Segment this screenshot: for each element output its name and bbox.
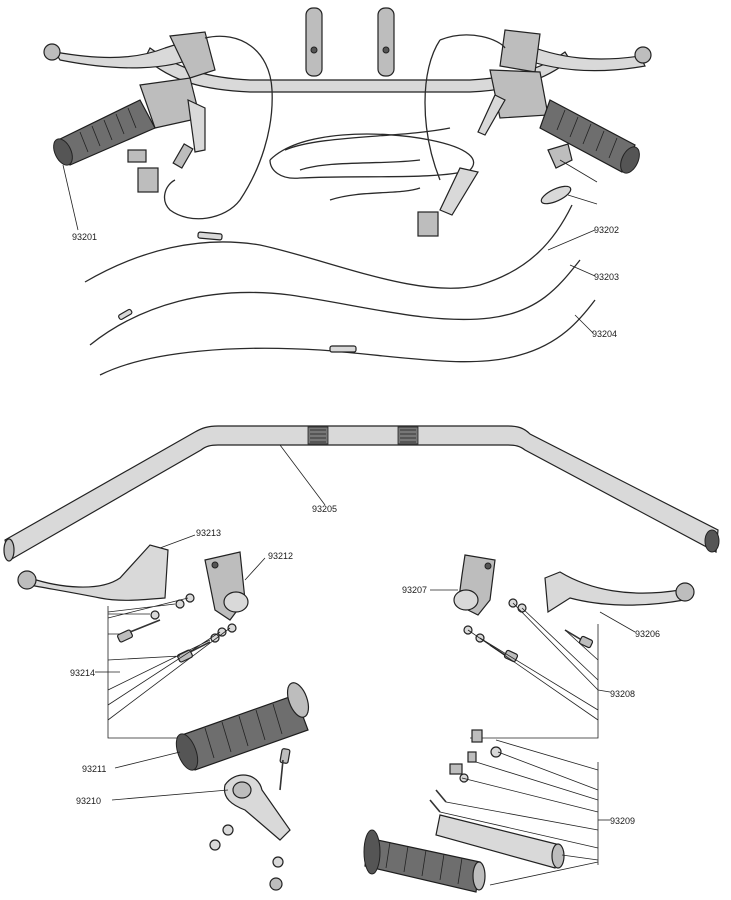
left-lever-bracket-top [169,31,216,79]
center-clamp-left [305,7,323,77]
bracket-bore [223,591,249,613]
grip-bottom-right [363,829,599,893]
label-93208: 93208 [610,689,635,699]
throttle-parts-93209 [429,729,599,869]
cable-93204 [99,299,596,376]
lever-ball-end [634,46,652,64]
cable-sleeve [197,231,223,241]
label-93206: 93206 [635,629,660,639]
small-bracket [547,143,573,169]
bracket-bore [453,589,479,611]
right-lever-lower [477,94,506,136]
lever-93206 [544,571,685,614]
connector-block [417,211,439,237]
label-93211: 93211 [82,764,106,774]
clamp-bolt [382,46,390,54]
grip-93211 [175,682,310,771]
knurled-section-right [397,426,419,445]
right-exploded-parts [363,554,695,893]
label-93207: 93207 [402,585,427,595]
cable-93203 [89,259,581,346]
bar-end-left [3,538,15,562]
label-93203: 93203 [594,272,619,282]
throttle-bracket-93210 [209,748,291,891]
label-93205: 93205 [312,504,337,514]
label-93213: 93213 [196,528,221,538]
control-cables [84,204,596,376]
lever-ball-end [43,43,61,61]
lever-93213 [29,544,169,601]
knurled-section-left [307,426,329,445]
label-93209: 93209 [610,816,635,826]
lever-ball-end [17,570,37,590]
clamp-bolt [310,46,318,54]
right-lever-top [514,41,646,72]
connector [172,143,194,169]
cable-ferrule [118,308,133,320]
right-grip-top [539,99,640,174]
wiring [284,127,451,151]
label-93210: 93210 [76,796,101,806]
wiring [439,34,506,49]
handlebar-assembly [43,7,652,237]
label-leaders [62,164,636,821]
connector-block [137,167,159,193]
lever-ball-end [675,582,695,602]
label-93204: 93204 [592,329,617,339]
small-clip [471,729,483,743]
cable-93202 [84,204,573,289]
rubber-boot [540,185,572,205]
wiring [299,159,421,171]
connector-plug [127,149,147,163]
wiring [424,39,441,181]
label-93202: 93202 [594,225,619,235]
center-clamp-right [377,7,395,77]
wiring [163,35,273,220]
left-lever-lower [187,98,206,153]
rubber-strap [439,167,479,216]
wiring-loom [269,133,475,179]
label-93214: 93214 [70,668,95,678]
label-93212: 93212 [268,551,293,561]
throttle-tube [435,814,561,869]
wiring [329,187,421,201]
fasteners-left [117,593,237,663]
right-lever-bracket-top [499,29,541,73]
part-labels: 93201 93202 93203 93204 93205 93206 9320… [70,225,660,826]
handlebar-93205 [3,425,720,562]
left-exploded-parts [17,544,310,891]
bar-end-right [704,529,720,553]
cable-sleeve [329,345,357,353]
label-93201: 93201 [72,232,97,242]
left-grip-top [53,99,156,166]
